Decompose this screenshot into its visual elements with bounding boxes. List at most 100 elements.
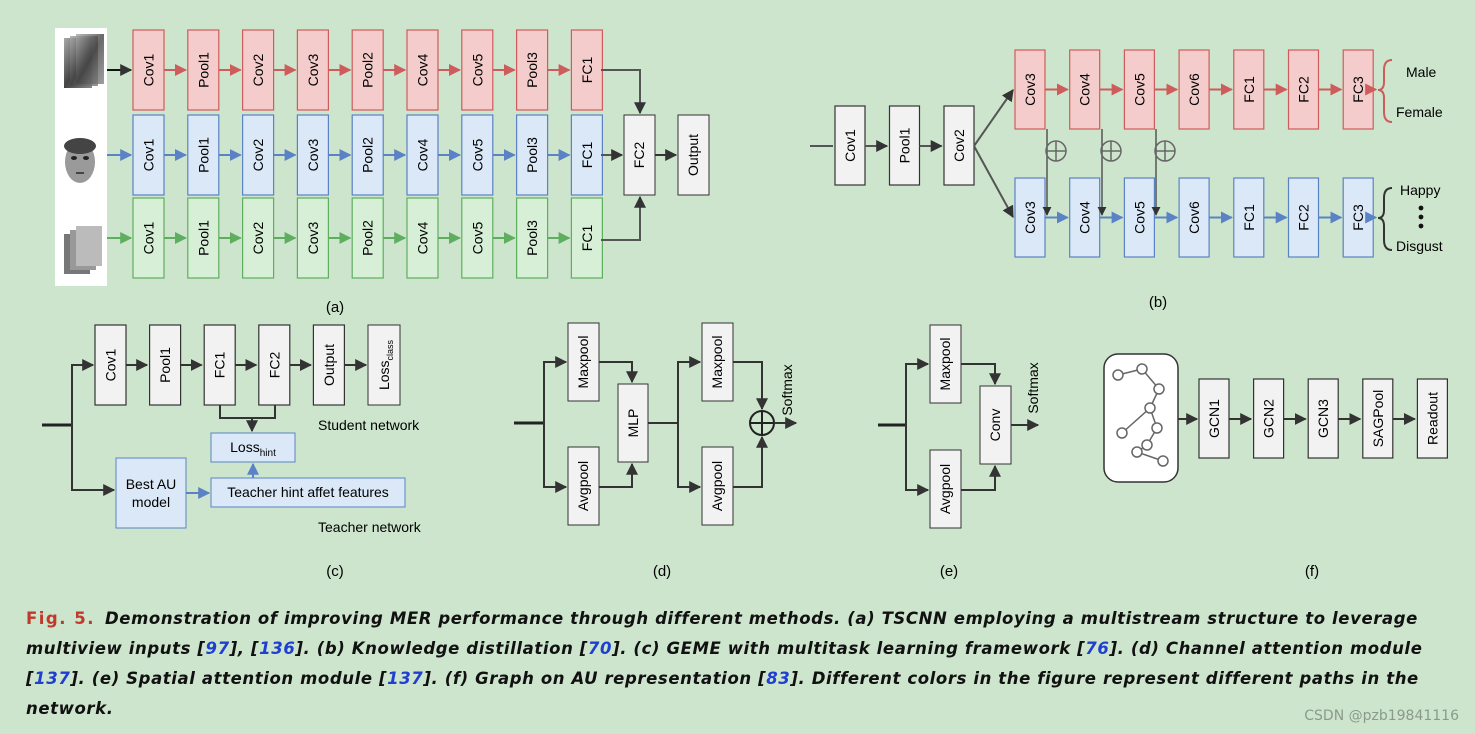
a-green-cov4-label: Cov4 — [415, 221, 431, 254]
d-panel-label: (d) — [653, 563, 671, 580]
a-blue-pool2-box — [351, 114, 384, 196]
a-green-pool1-box — [187, 197, 220, 279]
a-blue-cov5-label: Cov5 — [469, 138, 485, 171]
c-best-au-line1: Best AU — [126, 476, 177, 492]
image-sequence-icon — [64, 34, 104, 88]
caption-ref-link[interactable]: 97 — [205, 639, 230, 658]
a-blue-cov3-label: Cov3 — [305, 138, 321, 171]
f-gcn2-box — [1252, 378, 1285, 459]
c-cov1-label: Cov1 — [103, 348, 119, 381]
optical-flow-stack-icon — [64, 226, 102, 274]
d-avgpool2-label: Avgpool — [709, 461, 725, 511]
a-green-pool1-label: Pool1 — [195, 220, 211, 256]
a-green-cov4-box — [406, 197, 439, 279]
caption-ref-link[interactable]: 76 — [1085, 639, 1110, 658]
d-mlp-label: MLP — [625, 409, 641, 438]
a-green-pool3-box — [515, 197, 549, 279]
a-red-pool3-label: Pool3 — [524, 52, 540, 88]
b-shared-cov2-box — [943, 105, 975, 186]
e-conv-label: Conv — [987, 409, 1003, 442]
d-avgpool-label: Avgpool — [575, 461, 591, 511]
b-red-cov3-label: Cov3 — [1022, 73, 1038, 106]
caption-ref-link[interactable]: 70 — [587, 639, 613, 658]
c-loss-class-box — [367, 324, 401, 406]
b-blue-cov5-box — [1123, 177, 1156, 258]
c-fc2-label: FC2 — [266, 352, 282, 379]
b-blue-fc2-label: FC2 — [1296, 204, 1312, 231]
caption-text: ]. (c) GEME with multitask learning fram… — [612, 639, 1086, 658]
e-conv-box — [979, 385, 1012, 465]
f-panel-label: (f) — [1305, 563, 1319, 580]
e-softmax-label: Softmax — [1025, 362, 1041, 413]
gender-brace — [1377, 59, 1393, 123]
b-blue-fc3-label: FC3 — [1350, 204, 1366, 231]
c-teacher-network-label: Teacher network — [318, 519, 422, 535]
a-blue-pool3-box — [515, 114, 549, 196]
a-red-cov1-box — [132, 29, 165, 111]
a-green-cov3-label: Cov3 — [305, 221, 321, 254]
caption-ref-link[interactable]: 137 — [34, 669, 71, 688]
a-green-cov3-box — [296, 197, 329, 279]
b-blue-cov5-label: Cov5 — [1131, 201, 1147, 234]
a-blue-pool1-box — [187, 114, 220, 196]
face-image-icon — [64, 138, 96, 183]
a-green-cov1-label: Cov1 — [141, 221, 157, 254]
b-red-cov5-box — [1123, 49, 1156, 130]
e-maxpool-label: Maxpool — [937, 338, 953, 391]
f-gcn2-label: GCN2 — [1261, 399, 1277, 438]
f-readout-box — [1416, 378, 1449, 459]
b-red-cov4-label: Cov4 — [1077, 73, 1093, 106]
caption-text: Demonstration of improving MER performan… — [26, 609, 1418, 658]
caption-text: ], [ — [229, 639, 260, 658]
a-red-cov5-box — [461, 29, 494, 111]
b-shared-pool1-box — [888, 105, 921, 186]
caption-fig-label: Fig. 5. — [26, 609, 95, 628]
c-loss-hint-label: Losshint — [230, 439, 276, 459]
a-red-cov2-box — [242, 29, 275, 111]
caption-text: ]. (b) Knowledge distillation [ — [295, 639, 588, 658]
a-fc2-box — [623, 114, 656, 196]
b-panel-label: (b) — [1149, 294, 1167, 311]
b-blue-fc2-box — [1287, 177, 1320, 258]
b-red-cov6-box — [1178, 49, 1210, 130]
caption-ref-link[interactable]: 83 — [766, 669, 791, 688]
a-blue-cov1-label: Cov1 — [141, 138, 157, 171]
caption-ref-link[interactable]: 137 — [387, 669, 424, 688]
c-teacher-features-box — [210, 477, 406, 508]
b-blue-cov3-box — [1014, 177, 1046, 258]
emotion-brace — [1377, 187, 1393, 251]
a-panel-label: (a) — [326, 299, 344, 316]
a-green-cov5-label: Cov5 — [469, 221, 485, 254]
f-gcn1-label: GCN1 — [1206, 399, 1222, 438]
a-red-fc1-label: FC1 — [579, 57, 595, 84]
d-maxpool2-label: Maxpool — [709, 336, 725, 389]
b-add-icon — [1042, 129, 1067, 216]
b-blue-cov6-box — [1178, 177, 1210, 258]
caption-text: ]. (e) Spatial attention module [ — [70, 669, 388, 688]
panel-e: Maxpool Avgpool Conv Softmax (e) — [878, 324, 1041, 580]
b-blue-cov3-label: Cov3 — [1022, 201, 1038, 234]
b-red-cov6-label: Cov6 — [1186, 73, 1202, 106]
gender-female-label: Female — [1396, 104, 1443, 120]
caption-ref-link[interactable]: 136 — [259, 639, 296, 658]
c-best-au-line2: model — [132, 494, 170, 510]
c-best-au-model-box — [115, 457, 187, 529]
b-shared-pool1-label: Pool1 — [897, 127, 913, 163]
a-blue-cov4-label: Cov4 — [415, 138, 431, 171]
e-panel-label: (e) — [940, 563, 958, 580]
d-avgpool-box — [567, 446, 600, 526]
a-green-pool2-box — [351, 197, 384, 279]
emotion-disgust-label: Disgust — [1396, 238, 1443, 254]
a-blue-pool2-label: Pool2 — [360, 137, 376, 173]
a-blue-pool1-label: Pool1 — [195, 137, 211, 173]
a-blue-cov1-box — [132, 114, 165, 196]
